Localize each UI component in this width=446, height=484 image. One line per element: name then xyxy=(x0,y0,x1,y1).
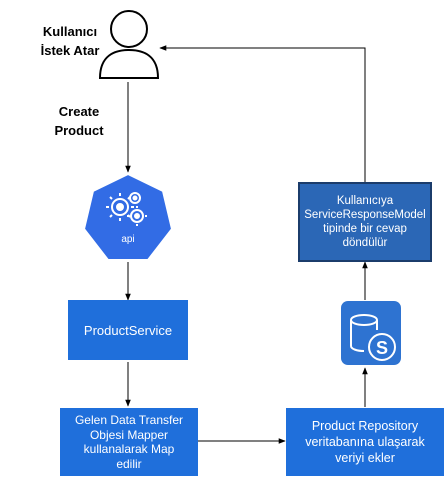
create-product-line2: Product xyxy=(54,123,104,138)
sql-database-icon[interactable]: S xyxy=(340,300,402,366)
mapper-line1: Gelen Data Transfer xyxy=(74,413,184,427)
response-line1: Kullanıcıya xyxy=(336,195,394,207)
gears-icon xyxy=(106,192,147,226)
response-line4: döndülür xyxy=(342,237,388,249)
product-service-node[interactable]: ProductService xyxy=(68,300,188,360)
user-icon xyxy=(98,10,160,79)
response-node[interactable]: Kullanıcıya ServiceResponseModel tipinde… xyxy=(298,182,432,262)
repository-line2: veritabanına ulaşarak xyxy=(305,435,425,449)
create-product-line1: Create xyxy=(58,104,100,119)
sql-database-letter: S xyxy=(376,338,388,358)
mapper-line2: Objesi Mapper xyxy=(89,427,169,442)
repository-line3: veriyi ekler xyxy=(335,451,395,465)
product-repository-node[interactable]: Product Repository veritabanına ulaşarak… xyxy=(286,408,444,476)
response-line2: ServiceResponseModel xyxy=(304,209,426,221)
user-label-line1: Kullanıcı xyxy=(42,24,98,39)
mapper-line3: kullanalarak Map xyxy=(83,442,175,456)
product-service-label: ProductService xyxy=(83,322,173,338)
repository-line1: Product Repository xyxy=(311,419,419,433)
user-label-line2: İstek Atar xyxy=(40,43,100,58)
mapper-line4: edilir xyxy=(116,456,142,471)
create-product-label: Create Product xyxy=(40,102,118,140)
response-line3: tipinde bir cevap xyxy=(323,223,407,235)
kubernetes-api-icon[interactable]: api xyxy=(82,172,174,262)
user-label: Kullanıcı İstek Atar xyxy=(30,22,110,60)
edge-response-to-user xyxy=(159,45,366,182)
mapper-node[interactable]: Gelen Data Transfer Objesi Mapper kullan… xyxy=(60,408,198,476)
api-label: api xyxy=(121,234,134,245)
